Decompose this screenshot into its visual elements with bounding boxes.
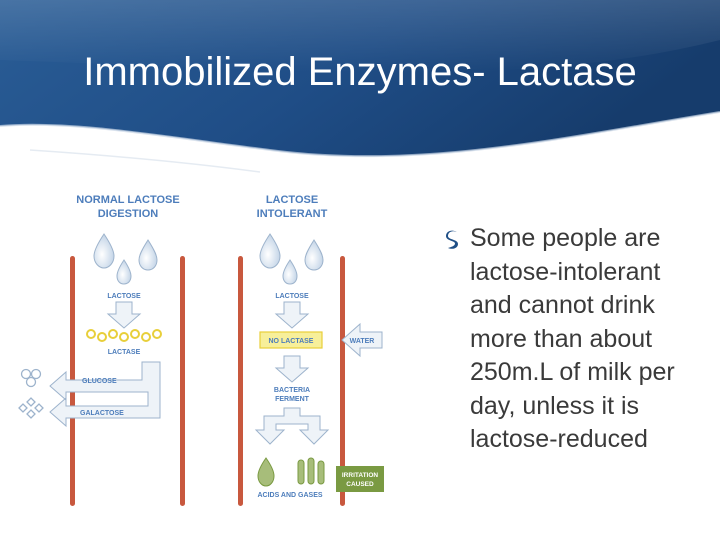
lactose-drops-left: [93, 233, 158, 285]
galactose-icon: [18, 397, 44, 419]
bacteria-icon: [297, 457, 325, 485]
label-galactose: GALACTOSE: [80, 410, 124, 417]
right-tube-wall-right: [340, 256, 345, 506]
lactose-digestion-diagram: NORMAL LACTOSE DIGESTION LACTOSE LACTASE…: [18, 194, 384, 506]
label-lactase-left: LACTASE: [108, 349, 141, 356]
label-acids-gases: ACIDS AND GASES: [257, 492, 322, 499]
label-lactose-right: LACTOSE: [275, 293, 309, 300]
label-no-lactase: NO LACTASE: [269, 338, 314, 345]
bullet-item: Some people are lactose-intolerant and c…: [446, 222, 708, 457]
branch-arrow-right: [254, 407, 330, 445]
water-arrow: [341, 322, 383, 358]
down-arrow-right-1: [274, 301, 310, 329]
down-arrow-right-2: [274, 355, 310, 383]
intolerant-title-line1: LACTOSE: [266, 194, 318, 206]
left-tube-wall-right: [180, 256, 185, 506]
split-arrow-left: [49, 361, 161, 428]
label-glucose: GLUCOSE: [82, 378, 117, 385]
intolerant-title-line2: INTOLERANT: [257, 208, 328, 220]
label-bacteria-line1: BACTERIA: [274, 387, 310, 394]
irritation-box: [336, 466, 384, 492]
glucose-icon: [20, 368, 42, 388]
down-arrow-left-1: [106, 301, 142, 329]
swirl-bullet-icon: [446, 230, 458, 249]
gas-bubble-icon: [257, 457, 275, 487]
label-water: WATER: [350, 338, 375, 345]
lactose-drops-right: [259, 233, 324, 285]
right-tube-wall-left: [238, 256, 243, 506]
lactase-molecules: [86, 329, 162, 342]
label-irritation-line2: CAUSED: [346, 481, 374, 488]
no-lactase-box: [259, 331, 323, 349]
label-bacteria-line2: FERMENT: [275, 396, 310, 403]
slide-title: Immobilized Enzymes- Lactase: [83, 50, 637, 94]
normal-title-line2: DIGESTION: [98, 208, 159, 220]
label-irritation-line1: IRRITATION: [342, 472, 379, 479]
title-banner: [0, 0, 720, 173]
bullet-list: Some people are lactose-intolerant and c…: [446, 222, 708, 457]
bullet-text: Some people are lactose-intolerant and c…: [470, 224, 675, 453]
label-lactose-left: LACTOSE: [107, 293, 141, 300]
normal-title-line1: NORMAL LACTOSE: [76, 194, 180, 206]
